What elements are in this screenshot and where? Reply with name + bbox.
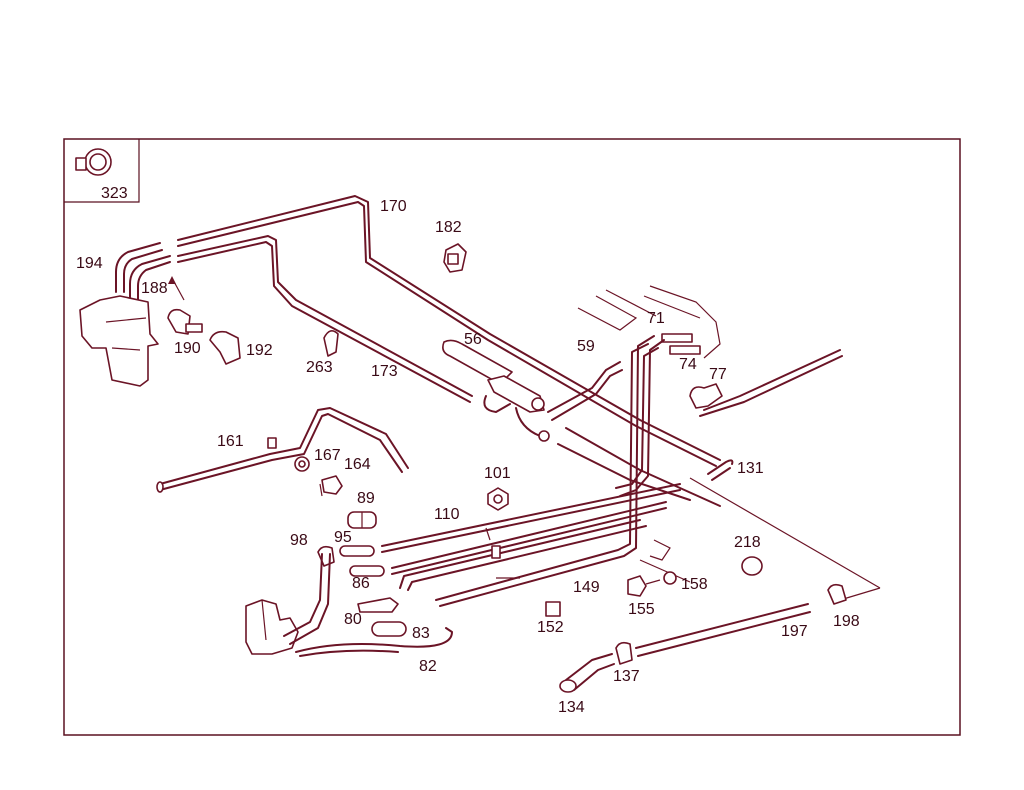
label-158: 158 <box>681 576 708 593</box>
label-82: 82 <box>419 658 437 675</box>
label-134: 134 <box>558 699 585 716</box>
hose-80 <box>357 597 399 613</box>
label-56: 56 <box>464 331 482 348</box>
label-74: 74 <box>679 356 697 373</box>
frame-border <box>63 138 961 736</box>
clamp-323-icon <box>75 148 112 176</box>
label-95: 95 <box>334 529 352 546</box>
label-155: 155 <box>628 601 655 618</box>
clamp-137 <box>615 641 633 665</box>
arrowhead-188-icon <box>168 276 176 284</box>
pipe-59 <box>547 361 721 507</box>
bracket-71 <box>577 285 721 359</box>
label-197: 197 <box>781 623 808 640</box>
label-198: 198 <box>833 613 860 630</box>
pipes-110 <box>381 483 681 591</box>
label-167: 167 <box>314 447 341 464</box>
label-98: 98 <box>290 532 308 549</box>
pipe-161 <box>156 407 409 493</box>
pipe-173 <box>177 235 473 403</box>
clamp-198 <box>827 583 847 605</box>
inset-label-323: 323 <box>101 185 128 202</box>
label-164: 164 <box>344 456 371 473</box>
label-89: 89 <box>357 490 375 507</box>
fuel-filter-housing <box>79 295 159 387</box>
label-110: 110 <box>434 506 460 523</box>
label-263: 263 <box>306 359 333 376</box>
label-182: 182 <box>435 219 462 236</box>
label-152: 152 <box>537 619 564 636</box>
clip-98 <box>317 545 335 567</box>
label-86: 86 <box>352 575 370 592</box>
valve-block <box>245 553 453 657</box>
hose-134 <box>559 653 615 693</box>
leader-131 <box>689 477 881 589</box>
label-131: 131 <box>737 460 764 477</box>
clip-182 <box>443 243 467 273</box>
label-101: 101 <box>484 465 511 482</box>
hose-86 <box>349 565 385 577</box>
label-83: 83 <box>412 625 430 642</box>
hose-83 <box>371 621 407 637</box>
label-59: 59 <box>577 338 595 355</box>
hose-89 <box>347 511 377 529</box>
pipe-170 <box>177 195 721 467</box>
label-218: 218 <box>734 534 761 551</box>
label-170: 170 <box>380 198 407 215</box>
inset-box <box>64 139 140 203</box>
clip-152 <box>545 601 561 617</box>
label-194: 194 <box>76 255 103 272</box>
label-190: 190 <box>174 340 201 357</box>
label-192: 192 <box>246 342 273 359</box>
label-77: 77 <box>709 366 727 383</box>
pipes-vertical <box>435 335 665 607</box>
bolt-155 <box>627 575 661 597</box>
clip-77 <box>689 383 723 409</box>
pipe-131-upper <box>703 349 841 411</box>
clamp-192 <box>209 330 241 365</box>
label-173: 173 <box>371 363 398 380</box>
pipe-197 <box>635 603 811 657</box>
hose-188 <box>129 255 171 301</box>
label-149: 149 <box>573 579 600 596</box>
washer-158 <box>663 571 677 585</box>
leader-198 <box>839 587 881 601</box>
hose-95 <box>339 545 375 557</box>
label-161: 161 <box>217 433 244 450</box>
bolt-164 <box>319 475 343 497</box>
clip-263 <box>323 330 339 357</box>
hose-131 <box>707 459 734 481</box>
hose-194 <box>115 242 163 293</box>
label-71: 71 <box>647 310 665 327</box>
cylinder-56 <box>442 339 550 442</box>
plug-218 <box>741 556 763 576</box>
label-80: 80 <box>344 611 362 628</box>
label-188: 188 <box>141 280 168 297</box>
label-137: 137 <box>613 668 640 685</box>
clamp-190 <box>167 308 203 335</box>
